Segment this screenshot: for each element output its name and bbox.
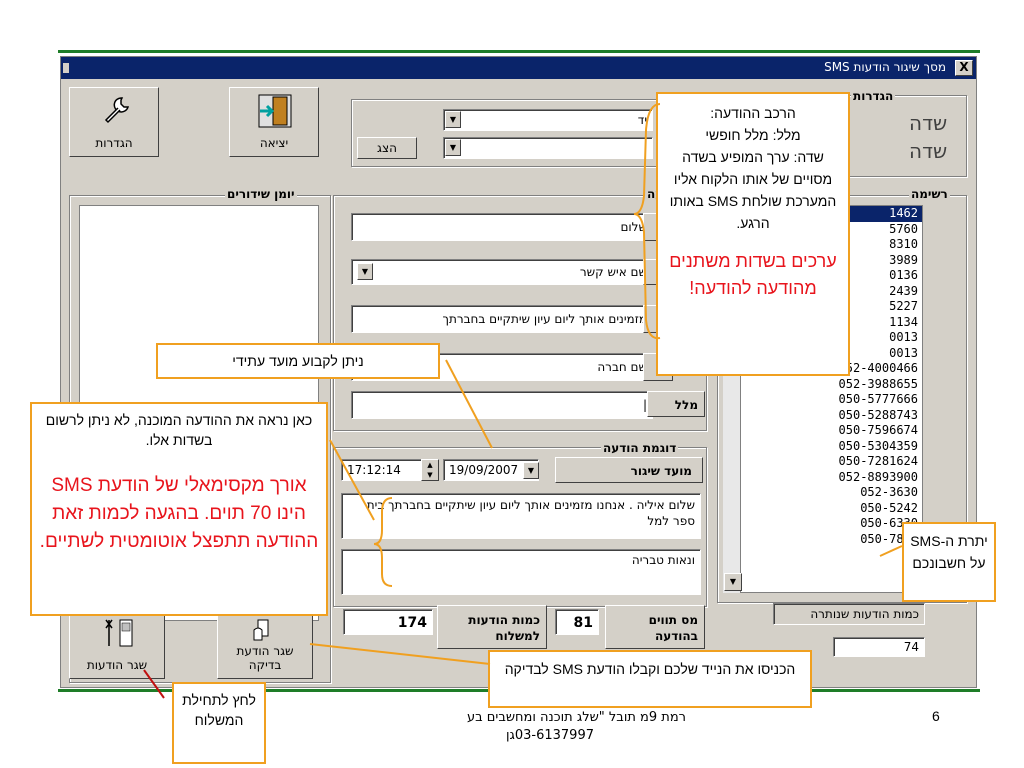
chevron-down-icon[interactable]: ▼ bbox=[523, 462, 539, 479]
exit-door-icon bbox=[258, 94, 292, 128]
phone-list-item[interactable]: 050-5304359 bbox=[838, 438, 918, 453]
phone-list-item[interactable]: 050-5777666 bbox=[838, 392, 918, 406]
top-combo-1[interactable]: יד bbox=[443, 109, 653, 131]
time-input[interactable]: 17:12:14 bbox=[341, 459, 431, 481]
future-time-callout: ניתן לקבוע מועד עתידי bbox=[156, 343, 440, 379]
phone-list-item[interactable]: 050-7281624 bbox=[838, 454, 918, 468]
message-field-2: שם איש קשר bbox=[351, 259, 653, 285]
settings-label: הגדרות bbox=[95, 136, 133, 150]
window-title: מסך שיגור הודעות SMS bbox=[824, 60, 946, 74]
length-note: אורך מקסימאלי של הודעת SMS הינו 70 תוים.… bbox=[39, 475, 319, 552]
chevron-down-icon[interactable]: ▼ bbox=[445, 111, 461, 128]
messages-count-value: 174 bbox=[343, 609, 433, 635]
composition-field: שדה: ערך המופיע בשדה מסויים של אותו הלקו… bbox=[669, 149, 837, 231]
phone-list-item[interactable]: 8310 bbox=[889, 237, 918, 251]
composition-callout: הרכב ההודעה: מלל: מלל חופשי שדה: ערך המו… bbox=[656, 92, 850, 376]
phone-list-title: רשימה bbox=[909, 187, 950, 201]
phone-list-item[interactable]: 5760 bbox=[889, 221, 918, 236]
composition-free: מלל: מלל חופשי bbox=[705, 127, 801, 143]
phone-list-item[interactable]: 052-3630 bbox=[860, 485, 918, 499]
free-text-label: מלל bbox=[647, 391, 705, 417]
wrench-icon bbox=[104, 97, 130, 124]
time-spinner[interactable]: ▲▼ bbox=[421, 459, 439, 481]
sample-preview-1: שלום איליה . אנחנו מזמינים אותך ליום עיו… bbox=[341, 493, 701, 539]
phone-list-item[interactable]: 0013 bbox=[889, 345, 918, 360]
settings-field-1-label: שדה bbox=[909, 111, 948, 135]
footer-credit-line2: 03-6137997גן bbox=[505, 728, 594, 743]
send-messages-button[interactable]: שגר הודעות bbox=[69, 613, 165, 679]
phone-list-item[interactable]: 052-8893900 bbox=[838, 469, 918, 484]
click-note-callout: לחץ לתחילת המשלוח bbox=[172, 682, 266, 764]
phone-list-item[interactable]: 3989 bbox=[889, 252, 918, 267]
phone-list-item[interactable]: 052-3988655 bbox=[838, 376, 918, 391]
phone-list-item[interactable]: 1134 bbox=[889, 314, 918, 329]
composition-red: ערכים בשדות משתנים מהודעה להודעה! bbox=[669, 251, 837, 298]
balance-callout: יתרת ה-SMS על חשבונכם bbox=[902, 522, 996, 602]
preview-note-callout: כאן נראה את ההודעה המוכנה, לא ניתן לרשום… bbox=[30, 402, 328, 616]
test-send-label: שגר הודעת בדיקה bbox=[236, 644, 294, 672]
send-time-label: מועד שיגור bbox=[555, 457, 703, 483]
phone-list-item[interactable]: 0013 bbox=[889, 330, 918, 344]
title-bar: מסך שיגור הודעות SMS X bbox=[61, 57, 976, 79]
show-label: הצג bbox=[377, 141, 397, 155]
sample-group-title: דוגמת הודעה bbox=[601, 441, 679, 455]
composition-title: הרכב ההודעה: bbox=[710, 105, 796, 121]
broadcast-log-title: יומן שידורים bbox=[225, 187, 297, 201]
top-combo-2[interactable] bbox=[443, 137, 653, 159]
messages-count-label: כמות הודעות למשלוח bbox=[437, 605, 547, 649]
phone-list-item[interactable]: 050-5242 bbox=[860, 500, 918, 515]
message-field-3: מזמינים אותך ליום עיון שיתקיים בחברתך bbox=[351, 305, 653, 333]
phone-antenna-icon bbox=[105, 619, 133, 647]
scroll-down-icon[interactable]: ▼ bbox=[724, 573, 742, 591]
phone-list-item[interactable]: 050-7596674 bbox=[838, 423, 918, 437]
chars-count-value: 81 bbox=[555, 609, 599, 635]
exit-label: יציאה bbox=[259, 136, 289, 150]
hand-phone-icon bbox=[253, 619, 269, 641]
phone-list-item[interactable]: 5227 bbox=[889, 299, 918, 313]
page-number: 6 bbox=[932, 708, 940, 724]
chevron-down-icon[interactable]: ▼ bbox=[445, 139, 461, 156]
phone-list-item[interactable]: 050-5288743 bbox=[838, 407, 918, 422]
phone-list-item[interactable]: 2439 bbox=[889, 283, 918, 298]
top-rule bbox=[58, 50, 980, 53]
show-button[interactable]: הצג bbox=[357, 137, 417, 159]
remaining-label: כמות הודעות שנותרה bbox=[773, 603, 925, 625]
phone-list-item[interactable]: 0136 bbox=[889, 268, 918, 282]
remaining-value: 74 bbox=[833, 637, 925, 657]
phone-list-item[interactable]: 052-4000466 bbox=[838, 361, 918, 375]
footer-credit-line1: רמת 9מ תובל "שלג תוכנה ומחשבים בע bbox=[467, 710, 686, 725]
system-menu-icon[interactable] bbox=[63, 63, 69, 73]
exit-button[interactable]: יציאה bbox=[229, 87, 319, 157]
settings-button[interactable]: הגדרות bbox=[69, 87, 159, 157]
free-text-input[interactable]: | bbox=[351, 391, 653, 419]
close-button[interactable]: X bbox=[955, 60, 973, 76]
test-note-callout: הכניסו את הנייד שלכם וקבלו הודעת SMS לבד… bbox=[488, 650, 812, 708]
settings-field-2-label: שדה bbox=[909, 139, 948, 163]
message-field-1: שלום bbox=[351, 213, 653, 241]
test-send-button[interactable]: שגר הודעת בדיקה bbox=[217, 613, 313, 679]
settings-group-title: הגדרות bbox=[851, 89, 896, 103]
sample-preview-2: ונאות טבריה bbox=[341, 549, 701, 595]
chars-count-label: מס תווים בהודעה bbox=[605, 605, 705, 649]
chevron-down-icon[interactable]: ▼ bbox=[357, 263, 373, 280]
preview-note: כאן נראה את ההודעה המוכנה, לא ניתן לרשום… bbox=[45, 412, 313, 448]
send-messages-label: שגר הודעות bbox=[86, 658, 148, 672]
